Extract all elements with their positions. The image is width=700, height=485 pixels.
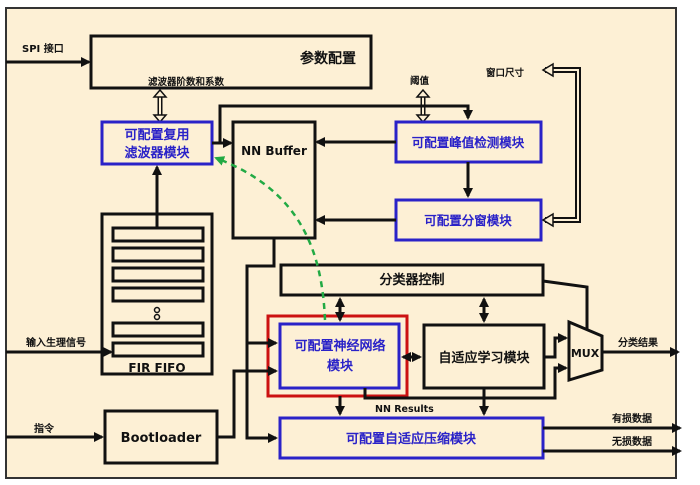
nn-results-to-mux-wire — [363, 363, 568, 400]
fifo-cell — [111, 286, 205, 303]
classifier-control-block: 分类器控制 — [279, 263, 545, 297]
nn-module-line1: 可配置神经网络 — [294, 338, 385, 354]
mux-label: MUX — [571, 347, 600, 360]
mux-block: MUX — [567, 319, 604, 383]
nn-buffer-label: NN Buffer — [241, 144, 307, 158]
nn-module-line2: 模块 — [327, 358, 354, 374]
peak-detect-label: 可配置峰值检测模块 — [412, 135, 525, 150]
fifo-cell — [111, 246, 205, 263]
adaptive-to-mux-wire — [544, 333, 568, 359]
lossless-data-label: 无损数据 — [611, 435, 652, 448]
window-size-label: 窗口尺寸 — [486, 67, 525, 79]
adaptive-learning-label: 自适应学习模块 — [438, 350, 530, 366]
param-filter-bidir-arrow — [152, 88, 168, 124]
fifo-cell — [111, 341, 205, 358]
bootloader-label: Bootloader — [121, 431, 202, 446]
fifo-cell — [111, 266, 205, 283]
window-size-double-line — [541, 62, 581, 228]
spi-label: SPI 接口 — [22, 42, 64, 55]
lossy-data-label: 有损数据 — [612, 412, 652, 425]
window-module-label: 可配置分窗模块 — [424, 213, 512, 228]
classifier-control-label: 分类器控制 — [379, 272, 444, 288]
fir-fifo-label: FIR FIFO — [128, 361, 185, 375]
compression-module: 可配置自适应压缩模块 — [278, 416, 545, 460]
filter-order-label: 滤波器阶数和系数 — [148, 76, 225, 88]
nn-to-filter-dashed-arrow — [214, 156, 327, 321]
fifo-cell — [111, 321, 205, 338]
buffer-to-compression-wire — [245, 238, 278, 443]
input-signal-label: 输入生理信号 — [26, 336, 86, 349]
threshold-label: 阈值 — [410, 75, 430, 87]
nn-module: 可配置神经网络 模块 — [278, 322, 401, 390]
param-config-label: 参数配置 — [300, 50, 356, 67]
filter-to-peak-wire — [212, 104, 473, 145]
filter-module-line2: 滤波器模块 — [124, 145, 190, 161]
compression-label: 可配置自适应压缩模块 — [346, 431, 477, 447]
filter-module-line1: 可配置复用 — [124, 127, 189, 143]
param-config-block: 参数配置 — [89, 34, 373, 90]
class-result-label: 分类结果 — [618, 336, 659, 349]
bootloader-to-nn-wire — [217, 366, 278, 439]
command-label: 指令 — [34, 422, 55, 435]
nn-results-label: NN Results — [375, 404, 434, 415]
ctrl-to-mux-wire — [542, 279, 589, 329]
